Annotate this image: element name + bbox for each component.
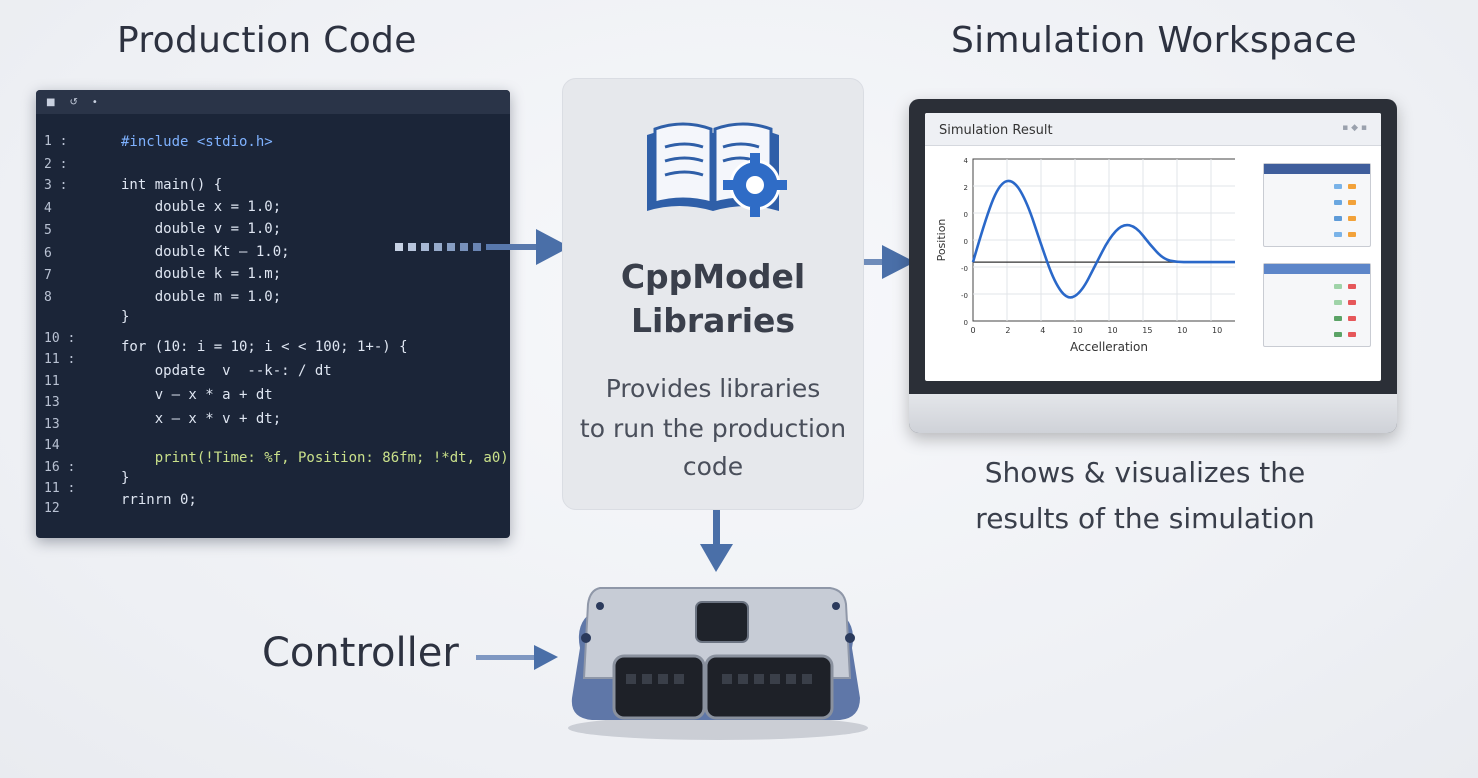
code-line: double Kt – 1.0;: [121, 244, 290, 260]
line-number: 12: [44, 501, 60, 516]
x-tick-label: 10: [1177, 326, 1187, 335]
production-code-heading: Production Code: [117, 20, 417, 61]
code-line: int main() {: [121, 177, 223, 193]
center-title-line2: Libraries: [630, 301, 796, 340]
y-tick-label: -0: [961, 292, 968, 300]
line-number: 3 :: [44, 178, 68, 193]
line-number: 2 :: [44, 157, 68, 172]
label-to-controller-arrow: [476, 645, 558, 670]
line-number: 11 :: [44, 481, 76, 496]
series-line: [971, 179, 1235, 299]
controller-label: Controller: [262, 630, 459, 676]
line-number: 11: [44, 374, 60, 389]
controller-device: [568, 587, 868, 740]
editor-square-icon[interactable]: ■: [46, 96, 56, 108]
x-tick-label: 10: [1073, 326, 1083, 335]
window-titlebar: [925, 113, 1381, 146]
x-tick-label: 10: [1107, 326, 1117, 335]
center-desc-line1: Provides libraries: [605, 374, 821, 403]
code-line: double v = 1.0;: [121, 221, 282, 237]
code-line: }: [121, 470, 130, 486]
code-line: double x = 1.0;: [121, 199, 282, 215]
caption-line1: Shows & visualizes the: [984, 456, 1306, 489]
code-line: rrinrn 0;: [121, 492, 197, 508]
x-tick-label: 2: [1005, 326, 1010, 335]
results-panel-top: [1263, 163, 1371, 247]
simulation-window: Simulation Result ▪ ◆ ▪ 0 2 4 10 10 15 10 10 4 2 0…: [925, 113, 1381, 381]
code-line: for (10: i = 10; i < < 100; 1+-) {: [121, 339, 408, 355]
line-number: 7: [44, 268, 52, 283]
y-tick-label: -0: [961, 265, 968, 273]
line-number: 13: [44, 395, 60, 410]
caption-line2: results of the simulation: [975, 502, 1315, 535]
libraries-to-controller-arrow: [700, 510, 733, 572]
line-number: 6: [44, 246, 52, 261]
code-line: #include <stdio.h>: [121, 134, 273, 150]
editor-titlebar: ■ ↺ •: [36, 90, 510, 114]
line-number: 14: [44, 438, 60, 453]
code-line: double k = 1.m;: [121, 266, 282, 282]
editor-undo-icon[interactable]: ↺: [69, 96, 78, 108]
line-number: 13: [44, 417, 60, 432]
simulation-workspace-heading: Simulation Workspace: [951, 20, 1357, 61]
line-number: 5: [44, 223, 52, 238]
window-title: Simulation Result: [939, 123, 1053, 138]
center-desc-line3: code: [682, 452, 744, 481]
code-line: v – x * a + dt: [121, 387, 273, 403]
x-axis-label: Accelleration: [1070, 340, 1148, 354]
window-controls-icon[interactable]: ▪ ◆ ▪: [1342, 123, 1367, 133]
code-editor: ■ ↺ • 1 : 2 : 3 : 4 5 6 7 8 10 : 11 : 11…: [36, 90, 510, 538]
editor-to-libraries-arrow: [395, 229, 570, 265]
center-desc-line2: to run the production: [579, 414, 847, 443]
x-tick-label: 15: [1142, 326, 1152, 335]
code-line: x – x * v + dt;: [121, 411, 282, 427]
book-gear-icon: [647, 122, 787, 217]
y-tick-label: 0: [964, 319, 968, 327]
x-tick-label: 4: [1040, 326, 1045, 335]
x-tick-label: 0: [970, 326, 975, 335]
line-number: 1 :: [44, 134, 68, 149]
editor-dot-icon[interactable]: •: [91, 96, 98, 108]
code-line: print(!Time: %f, Position: 86fm; !*dt, a…: [121, 450, 509, 466]
line-number: 4: [44, 201, 52, 216]
cppmodel-libraries-panel: CppModel Libraries Provides libraries to…: [562, 78, 864, 510]
line-number: 16 :: [44, 460, 76, 475]
code-line: opdate v --k-: / dt: [121, 363, 332, 379]
monitor-chin: [909, 394, 1397, 433]
line-number: 10 :: [44, 331, 76, 346]
y-tick-label: 4: [964, 157, 969, 165]
line-number: 11 :: [44, 352, 76, 367]
code-line: double m = 1.0;: [121, 289, 282, 305]
results-panel-bottom: [1263, 263, 1371, 347]
center-title-line1: CppModel: [620, 257, 806, 296]
y-axis-label: Position: [935, 219, 948, 262]
y-tick-label: 2: [964, 184, 968, 192]
code-line: }: [121, 309, 130, 325]
line-number: 8: [44, 290, 52, 305]
x-tick-label: 10: [1212, 326, 1222, 335]
y-tick-label: 0: [964, 238, 968, 246]
y-tick-label: 0: [964, 211, 968, 219]
